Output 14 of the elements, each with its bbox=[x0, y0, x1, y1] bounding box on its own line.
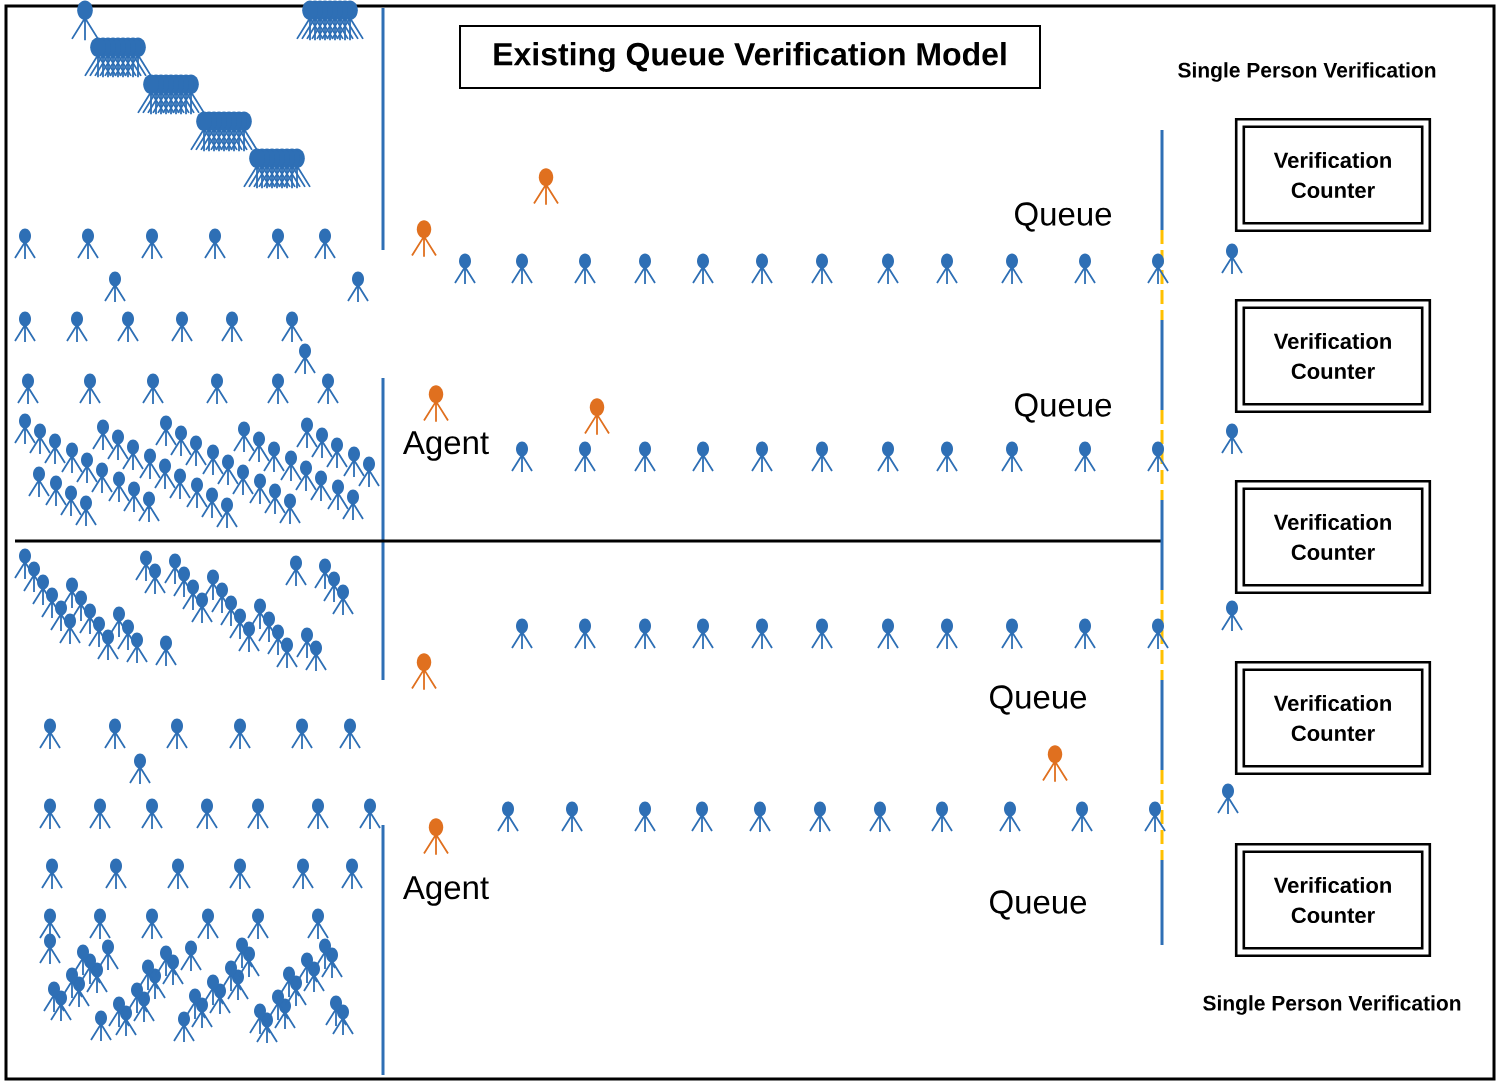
title-box: Existing Queue Verification Model bbox=[459, 25, 1041, 89]
counter-box: Verification Counter bbox=[1234, 298, 1432, 414]
caption-text: Single Person Verification bbox=[1203, 995, 1461, 1015]
counter-box: Verification Counter bbox=[1234, 479, 1432, 595]
area-label: Queue bbox=[1015, 393, 1112, 423]
area-label: Agent bbox=[402, 431, 489, 461]
area-label: Queue bbox=[990, 685, 1087, 715]
counter-box: Verification Counter bbox=[1234, 117, 1432, 233]
caption-text: Single Person Verification bbox=[1178, 62, 1436, 82]
area-label: Agent bbox=[402, 876, 489, 906]
counter-box: Verification Counter bbox=[1234, 842, 1432, 958]
area-label: Queue bbox=[1015, 202, 1112, 232]
area-label: Queue bbox=[990, 890, 1087, 920]
counter-box: Verification Counter bbox=[1234, 660, 1432, 776]
